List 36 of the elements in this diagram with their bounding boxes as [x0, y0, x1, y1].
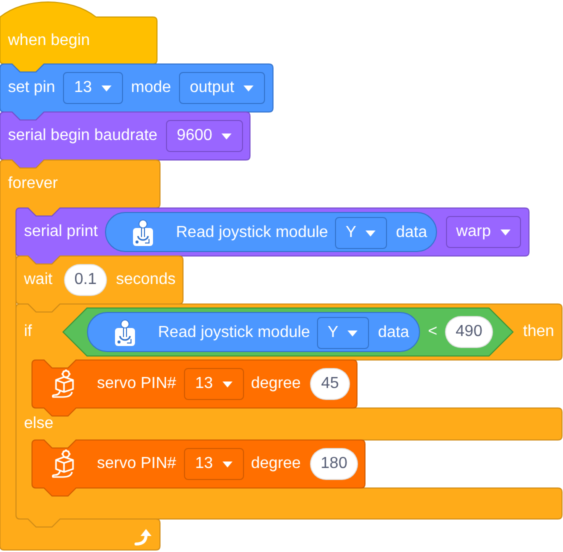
- block-label: then: [523, 323, 554, 341]
- dropdown-menu: warp: [446, 216, 521, 248]
- dropdown-menu: Y: [335, 217, 387, 249]
- hat-block: [0, 0, 157, 72]
- block-label: mode: [131, 79, 172, 97]
- command-block: [16, 208, 529, 264]
- block-label: <: [428, 323, 438, 341]
- condition-block: [63, 308, 513, 356]
- dropdown-menu: 13: [184, 368, 244, 400]
- block-label: else: [24, 415, 54, 433]
- block-label: data: [396, 224, 428, 242]
- block-label: Read joystick module: [176, 224, 328, 242]
- block-label: Read joystick module: [158, 324, 310, 342]
- dropdown-menu: output: [179, 72, 265, 104]
- command-block: [32, 360, 357, 416]
- command-block: [32, 440, 365, 496]
- block-label: if: [24, 323, 32, 341]
- dropdown-menu: 9600: [166, 120, 243, 152]
- block-label: servo PIN#: [97, 375, 176, 393]
- block-label: wait: [24, 271, 52, 289]
- block-label: serial print: [24, 223, 98, 241]
- block-label: when begin: [8, 32, 90, 50]
- reporter-block: [105, 212, 437, 252]
- block-label: servo PIN#: [97, 455, 176, 473]
- dropdown-menu: Y: [317, 317, 369, 349]
- block-label: seconds: [116, 271, 176, 289]
- if-else-block: [16, 304, 562, 527]
- block-label: forever: [8, 175, 58, 193]
- reporter-block: [87, 312, 420, 352]
- block-label: set pin: [8, 79, 56, 97]
- block-label: serial begin baudrate: [8, 127, 158, 145]
- block-label: data: [378, 324, 410, 342]
- block-label: degree: [251, 455, 301, 473]
- dropdown-menu: 13: [184, 448, 244, 480]
- dropdown-menu: 13: [63, 72, 123, 104]
- block-label: degree: [251, 375, 301, 393]
